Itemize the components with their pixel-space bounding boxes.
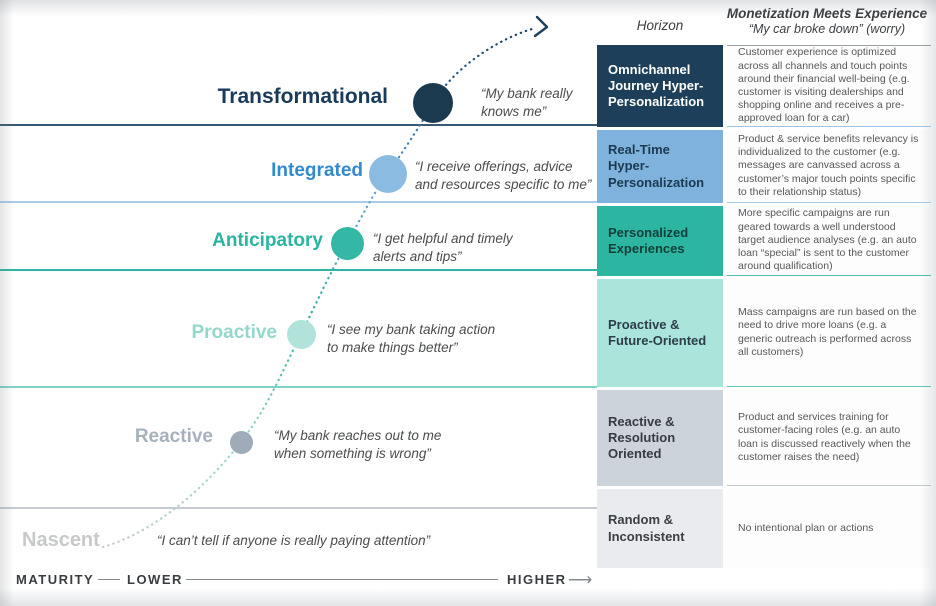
curve-dot-proactive <box>287 320 316 349</box>
level-label-anticipatory: Anticipatory <box>212 230 323 251</box>
band-divider-proactive <box>0 386 597 388</box>
axis-arrow-icon: ⟶ <box>568 570 593 589</box>
band-divider-reactive <box>0 507 597 509</box>
description-cell-realtime: Product & service benefits relevancy is … <box>727 130 931 203</box>
description-cell-random: No intentional plan or actions <box>727 489 931 568</box>
experience-header-subtitle: “My car broke down” (worry) <box>748 22 906 36</box>
curve-dot-reactive <box>230 431 253 454</box>
horizon-cell-realtime: Real-Time Hyper- Personalization <box>597 130 723 203</box>
experience-header-title: Monetization Meets Experience <box>726 6 928 21</box>
level-label-integrated: Integrated <box>271 160 363 181</box>
horizon-cell-reactive: Reactive & Resolution Oriented <box>597 390 723 486</box>
band-divider-transformational <box>0 124 597 126</box>
quote-anticipatory: “I get helpful and timely alerts and tip… <box>373 231 513 265</box>
quote-nascent: “I can’t tell if anyone is really paying… <box>157 533 431 548</box>
description-cell-personalized: More specific campaigns are run geared t… <box>727 206 931 276</box>
quote-proactive: “I see my bank taking action to make thi… <box>327 322 496 356</box>
quote-transformational: “My bank really knows me” <box>481 86 573 120</box>
description-cell-proactive: Mass campaigns are run based on the need… <box>727 279 931 387</box>
column-header-experience: Monetization Meets Experience “My car br… <box>719 6 935 36</box>
description-cell-omnichannel: Customer experience is optimized across … <box>727 45 931 127</box>
axis-label-maturity: MATURITY <box>16 572 95 587</box>
column-header-horizon: Horizon <box>636 18 684 33</box>
horizon-cell-proactive: Proactive & Future-Oriented <box>597 279 723 387</box>
band-divider-integrated <box>0 201 597 203</box>
axis-dash <box>98 579 120 580</box>
axis-label-higher: HIGHER <box>507 572 567 587</box>
level-label-proactive: Proactive <box>191 322 277 343</box>
band-divider-anticipatory <box>0 269 597 271</box>
quote-reactive: “My bank reaches out to me when somethin… <box>274 428 442 462</box>
quote-integrated: “I receive offerings, advice and resourc… <box>415 159 592 193</box>
horizon-cell-random: Random & Inconsistent <box>597 489 723 568</box>
curve-arrowhead-icon <box>533 15 549 38</box>
axis-label-lower: LOWER <box>127 572 183 587</box>
description-cell-reactive: Product and services training for custom… <box>727 390 931 486</box>
level-label-transformational: Transformational <box>217 85 388 108</box>
axis-line <box>186 579 498 580</box>
level-label-reactive: Reactive <box>134 426 213 447</box>
curve-dot-anticipatory <box>331 227 364 260</box>
curve-dot-transformational <box>413 83 453 123</box>
curve-dot-integrated <box>369 155 407 193</box>
level-label-nascent: Nascent <box>22 529 100 551</box>
horizon-cell-omnichannel: Omnichannel Journey Hyper- Personalizati… <box>597 45 723 127</box>
horizon-cell-personalized: Personalized Experiences <box>597 206 723 276</box>
